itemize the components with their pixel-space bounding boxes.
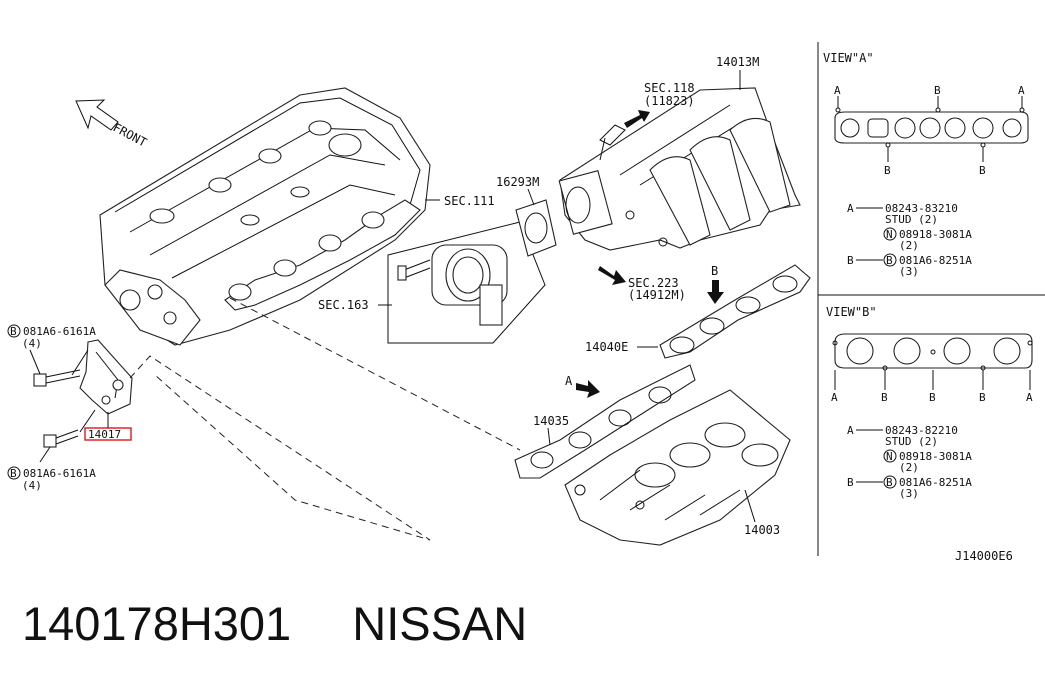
svg-text:A: A: [831, 391, 838, 404]
svg-text:08918-3081A: 08918-3081A: [899, 228, 972, 241]
view-a: VIEW"A" A B A B B: [823, 51, 1029, 177]
footer-part-number: 140178H301: [22, 597, 292, 650]
view-b: VIEW"B" A B B B A: [826, 305, 1033, 404]
svg-text:08918-3081A: 08918-3081A: [899, 450, 972, 463]
svg-text:A: A: [847, 202, 854, 215]
svg-text:STUD (2): STUD (2): [885, 213, 938, 226]
svg-text:B: B: [934, 84, 941, 97]
svg-text:B: B: [10, 325, 17, 338]
svg-text:B: B: [929, 391, 936, 404]
part-14035-label[interactable]: 14035: [533, 414, 569, 428]
bolt-lower-qty: (4): [22, 479, 42, 492]
part-16293m-label[interactable]: 16293M: [496, 175, 539, 189]
footer-caption: 140178H301 NISSAN: [22, 596, 527, 666]
sec-223-ref: (14912M): [628, 288, 686, 302]
front-label: FRONT: [111, 120, 149, 149]
part-14017-label[interactable]: 14017: [88, 428, 121, 441]
svg-text:A: A: [834, 84, 841, 97]
gasket-16293m: [515, 199, 557, 257]
part-14040e-label[interactable]: 14040E: [585, 340, 628, 354]
svg-text:(3): (3): [899, 487, 919, 500]
svg-text:B: B: [847, 254, 854, 267]
svg-text:N: N: [886, 450, 893, 463]
svg-text:B: B: [711, 264, 718, 278]
svg-text:STUD (2): STUD (2): [885, 435, 938, 448]
sec-118-label: SEC.118: [644, 81, 695, 95]
bolt-upper-callout[interactable]: B 081A6-6161A (4): [7, 324, 96, 375]
bolt-upper: [33, 349, 89, 387]
svg-text:A: A: [1026, 391, 1033, 404]
dashed-guide-1: [229, 297, 521, 451]
view-a-title: VIEW"A": [823, 51, 874, 65]
view-a-legend: A 08243-83210 STUD (2) N 08918-3081A (2)…: [847, 202, 972, 278]
cylinder-head: [99, 87, 431, 346]
svg-text:A: A: [565, 374, 573, 388]
svg-text:081A6-8251A: 081A6-8251A: [899, 254, 972, 267]
front-arrow: FRONT: [75, 99, 149, 150]
b-arrow: B: [707, 264, 724, 304]
svg-text:N: N: [886, 228, 893, 241]
bolt-upper-part: 081A6-6161A: [23, 325, 96, 338]
svg-text:08243-82210: 08243-82210: [885, 424, 958, 437]
sec-118-callout[interactable]: SEC.118 (11823): [624, 81, 695, 128]
dashed-guide-2: [129, 355, 431, 541]
svg-text:08243-83210: 08243-83210: [885, 202, 958, 215]
diagram-code: J14000E6: [955, 549, 1013, 563]
a-arrow: A: [565, 374, 600, 398]
sec-111-label[interactable]: SEC.111: [444, 194, 495, 208]
svg-text:B: B: [886, 476, 893, 489]
view-b-legend: A 08243-82210 STUD (2) N 08918-3081A (2)…: [847, 424, 972, 500]
svg-text:A: A: [847, 424, 854, 437]
svg-text:(2): (2): [899, 239, 919, 252]
svg-text:B: B: [884, 164, 891, 177]
svg-text:B: B: [979, 391, 986, 404]
throttle-body-box: [387, 221, 546, 344]
intake-plenum: [558, 87, 801, 251]
bolt-lower-part: 081A6-6161A: [23, 467, 96, 480]
part-14003-label[interactable]: 14003: [744, 523, 780, 537]
part-14013m-label[interactable]: 14013M: [716, 55, 759, 69]
bolt-upper-qty: (4): [22, 337, 42, 350]
lower-manifold-14003: [564, 389, 791, 546]
bolt-lower-callout[interactable]: B 081A6-6161A (4): [7, 446, 96, 492]
footer-brand: NISSAN: [352, 597, 528, 650]
svg-text:B: B: [10, 467, 17, 480]
sec-223-label: SEC.223: [628, 276, 679, 290]
svg-text:B: B: [979, 164, 986, 177]
svg-text:(2): (2): [899, 461, 919, 474]
sec-118-ref: (11823): [644, 94, 695, 108]
sec-223-callout[interactable]: SEC.223 (14912M): [598, 266, 686, 302]
svg-text:A: A: [1018, 84, 1025, 97]
sec-163-label[interactable]: SEC.163: [318, 298, 369, 312]
svg-text:B: B: [847, 476, 854, 489]
svg-text:081A6-8251A: 081A6-8251A: [899, 476, 972, 489]
gasket-14040e: [659, 264, 811, 359]
svg-text:B: B: [886, 254, 893, 267]
gasket-14035: [514, 364, 696, 479]
svg-text:B: B: [881, 391, 888, 404]
view-b-title: VIEW"B": [826, 305, 877, 319]
bolt-lower: [43, 409, 96, 448]
svg-text:(3): (3): [899, 265, 919, 278]
